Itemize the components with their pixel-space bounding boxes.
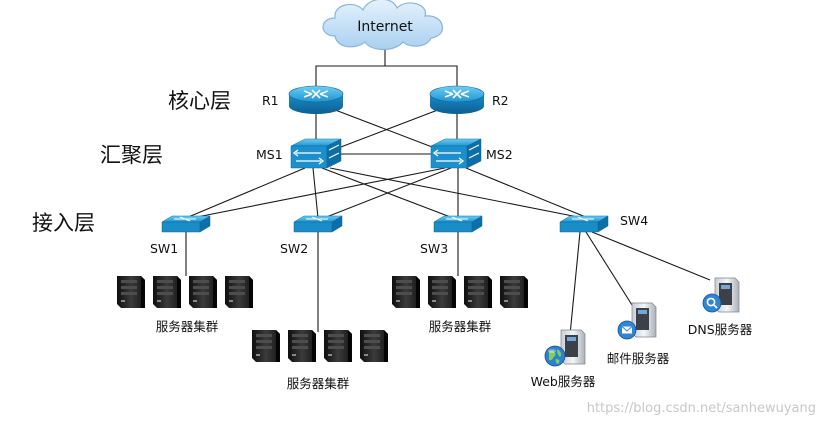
server-tower-icon	[392, 276, 420, 308]
layer-label-aggregation: 汇聚层	[100, 143, 163, 167]
dns-server-label: DNS服务器	[688, 322, 753, 337]
sw-label-sw4: SW4	[620, 213, 648, 228]
server-tower-icon	[324, 330, 352, 362]
router-icon	[429, 85, 485, 115]
globe-icon	[544, 345, 566, 367]
server-tower-icon	[117, 276, 145, 308]
sw-label-sw3: SW3	[420, 241, 448, 256]
cluster-label: 服务器集群	[156, 319, 219, 334]
link-sw4-web	[569, 231, 581, 336]
server-tower-icon	[428, 276, 456, 308]
link-ms1-sw1	[185, 167, 306, 219]
layer-label-core: 核心层	[168, 89, 231, 113]
server-cluster-sw2[interactable]: 服务器集群	[252, 330, 388, 391]
access-switch-sw2[interactable]: SW2	[280, 215, 343, 256]
sw-label-sw2: SW2	[280, 241, 308, 256]
link-sw4-mail	[585, 231, 633, 306]
link-ms2-sw1	[191, 167, 446, 219]
multilayer-switch-icon	[430, 138, 482, 169]
server-tower-icon	[189, 276, 217, 308]
switch-icon	[433, 215, 483, 233]
link-sw4-dns	[591, 231, 711, 281]
server-cluster-sw1[interactable]: 服务器集群	[117, 276, 253, 334]
sw-label-sw1: SW1	[150, 241, 178, 256]
server-cluster-sw3[interactable]: 服务器集群	[392, 276, 528, 334]
router-r2[interactable]: R2	[429, 85, 509, 115]
network-links	[185, 45, 711, 336]
multilayer-switch-icon	[290, 138, 342, 169]
internet-cloud: Internet	[322, 0, 443, 51]
multilayer-switch-ms2[interactable]: MS2	[430, 138, 513, 169]
link-ms1-sw4	[329, 167, 584, 219]
router-icon	[288, 85, 344, 115]
router-label-r2: R2	[492, 93, 509, 108]
server-tower-icon	[360, 330, 388, 362]
mail-server-label: 邮件服务器	[607, 351, 670, 366]
server-tower-icon	[225, 276, 253, 308]
switch-icon	[161, 215, 211, 233]
link-ms2-sw2	[323, 167, 452, 219]
server-tower-icon	[288, 330, 316, 362]
server-tower-icon	[500, 276, 528, 308]
internet-label: Internet	[357, 19, 413, 35]
dns-server[interactable]: DNS服务器	[688, 277, 753, 337]
cluster-label: 服务器集群	[429, 319, 492, 334]
link-r1-ms2	[329, 107, 441, 151]
access-switch-sw3[interactable]: SW3	[420, 215, 483, 256]
link-ms2-sw4	[465, 167, 589, 219]
layer-label-access: 接入层	[32, 211, 95, 235]
ms-label-ms2: MS2	[486, 147, 513, 162]
server-tower-icon	[464, 276, 492, 308]
router-label-r1: R1	[262, 93, 279, 108]
link-r2-ms1	[332, 107, 444, 151]
cluster-label: 服务器集群	[287, 376, 350, 391]
ms-label-ms1: MS1	[256, 147, 283, 162]
mail-server[interactable]: 邮件服务器	[607, 302, 670, 366]
server-tower-icon	[252, 330, 280, 362]
switch-icon	[293, 215, 343, 233]
link-internet-r2	[385, 65, 458, 92]
link-ms1-sw2	[312, 167, 319, 219]
server-tower-icon	[153, 276, 181, 308]
web-server-label: Web服务器	[531, 374, 596, 389]
magnifier-icon	[702, 293, 722, 313]
multilayer-switch-ms1[interactable]: MS1	[256, 138, 342, 169]
envelope-icon	[617, 320, 637, 340]
switch-icon	[559, 215, 609, 233]
access-switch-sw1[interactable]: SW1	[150, 215, 211, 256]
router-r1[interactable]: R1	[262, 85, 344, 115]
link-internet-r1	[315, 45, 386, 92]
access-switch-sw4[interactable]: SW4	[559, 213, 648, 233]
watermark: https://blog.csdn.net/sanhewuyang	[587, 401, 816, 416]
web-server[interactable]: Web服务器	[531, 329, 596, 389]
